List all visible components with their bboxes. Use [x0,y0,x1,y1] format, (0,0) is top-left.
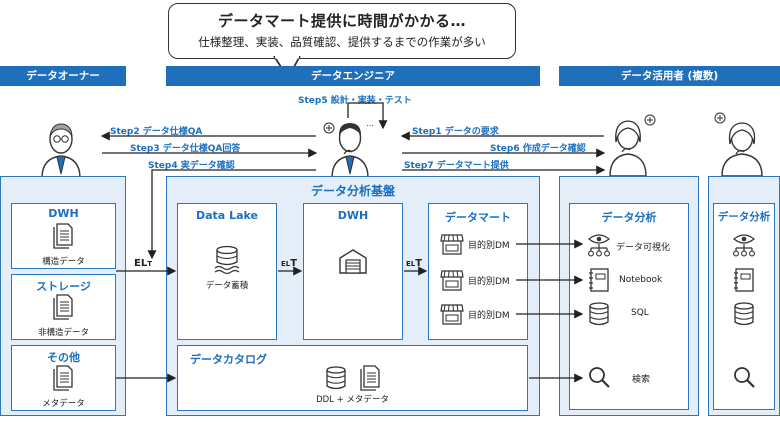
analysis-item-label: SQL [631,308,649,318]
bubble-title: データマート提供に時間がかかる… [217,12,466,30]
role-band-data-users: データ活用者 (複数) [559,66,780,86]
network-icon [588,234,610,257]
notebook-icon [734,268,754,292]
document-icon [53,294,73,320]
person-data-engineer-icon: … [323,119,374,178]
source-caption: 構造データ [42,257,85,267]
data-catalog-title: データカタログ [190,353,267,366]
warehouse-icon [339,249,367,274]
speech-bubble: データマート提供に時間がかかる… 仕様整理、実装、品質確認、提供するまでの作業が… [168,3,516,59]
source-card-title: ストレージ [36,280,91,293]
store-icon [440,304,464,325]
step4-label: Step4 実データ確認 [148,161,235,171]
document-icon [53,365,73,391]
platform-title: データ分析基盤 [310,184,395,198]
elt-label-lake: ELT [281,258,298,269]
step1-label: Step1 データの要求 [412,127,499,137]
analysis-item-label: Notebook [619,275,663,285]
mart-item-label: 目的別DM [468,241,510,251]
bubble-subtitle: 仕様整理、実装、品質確認、提供するまでの作業が多い [198,35,486,49]
document-icon [360,365,380,391]
step5-label: Step5 設計・実装・テスト [298,96,412,106]
role-band-data-engineer: データエンジニア [166,66,540,86]
step7-label: Step7 データマート提供 [404,161,509,171]
step3-label: Step3 データ仕様QA回答 [130,144,241,154]
person-data-user-2-icon [714,112,763,176]
source-caption: メタデータ [42,399,85,409]
database-icon [734,302,754,326]
analysis-item-label: データ可視化 [616,243,671,253]
data-mart-title: データマート [445,211,511,224]
source-card-title: その他 [47,351,80,364]
step6-label: Step6 作成データ確認 [490,144,586,154]
notebook-icon [589,268,609,292]
source-caption: 非構造データ [37,328,89,338]
data-lake-title: Data Lake [196,209,258,222]
step2-label: Step2 データ仕様QA [110,127,203,137]
analysis-title: データ分析 [601,211,657,224]
role-band-data-owner: データオーナー [0,66,126,86]
data-catalog-caption: DDL + メタデータ [316,395,389,405]
analysis-title-2: データ分析 [717,211,771,223]
search-icon [589,367,610,388]
elt-label-left: ELT [134,258,152,269]
database-icon [326,366,346,390]
search-icon [734,367,755,388]
data-lake-caption: データ蓄積 [205,281,249,291]
database-icon [214,245,240,275]
database-icon [589,302,609,326]
person-data-user-icon [609,114,656,176]
person-data-owner-icon [41,123,81,178]
store-icon [440,270,464,291]
analysis-item-label: 検索 [632,375,651,385]
network-icon [733,234,755,257]
source-card-title: DWH [48,207,79,220]
dwh-title: DWH [337,209,369,222]
mart-item-label: 目的別DM [468,311,510,321]
elt-label-dwh: ELT [406,258,423,269]
mart-item-label: 目的別DM [468,277,510,287]
analysis-card: データ分析 [569,203,689,410]
data-catalog-card: データカタログ [177,345,528,411]
document-icon [53,223,73,249]
svg-text:…: … [366,119,374,128]
store-icon [440,234,464,255]
